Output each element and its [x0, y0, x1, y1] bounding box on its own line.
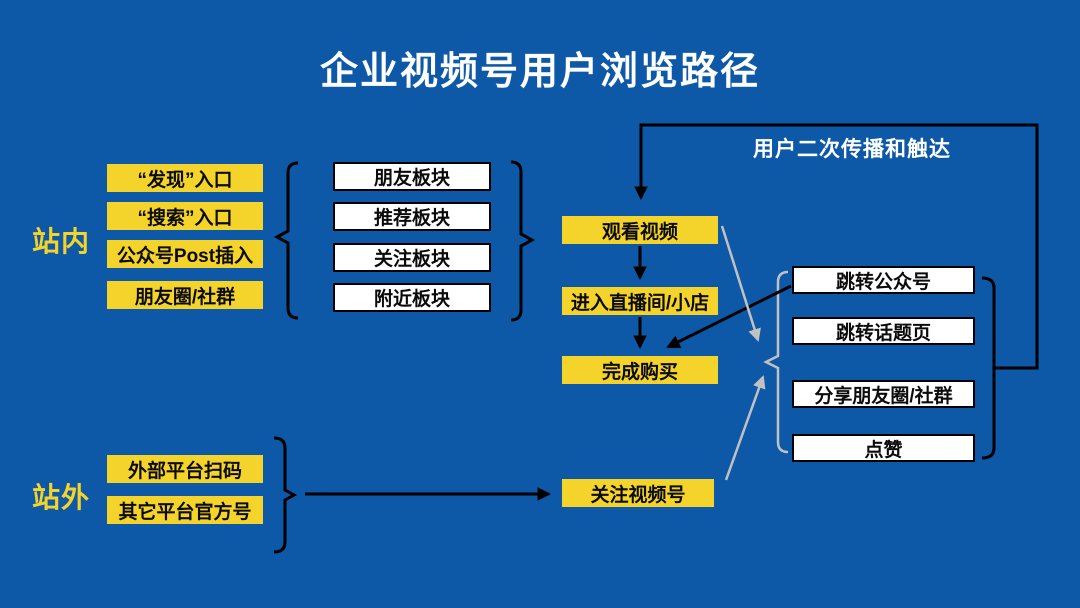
arrow-account-to-purchase	[666, 284, 792, 349]
node-jump-official-account: 跳转公众号	[792, 266, 975, 294]
brace-inside-entries	[273, 161, 299, 320]
node-search-entry: “搜索”入口	[107, 202, 263, 230]
node-discover-entry: “发现”入口	[107, 164, 263, 192]
node-like: 点赞	[792, 434, 975, 462]
node-moments-group-entry: 朋友圈/社群	[107, 281, 263, 309]
brace-feed-sections	[510, 160, 536, 322]
brace-engage-left	[763, 270, 789, 454]
page-title: 企业视频号用户浏览路径	[319, 51, 760, 93]
node-friends-section: 朋友板块	[333, 162, 491, 191]
node-follow-channel: 关注视频号	[562, 479, 714, 507]
node-complete-purchase: 完成购买	[562, 356, 718, 384]
loop-arrow	[634, 123, 1039, 370]
node-other-platform-account: 其它平台官方号	[107, 496, 263, 524]
arrow-follow-to-engage	[724, 375, 766, 481]
node-share-moments-group: 分享朋友圈/社群	[792, 380, 975, 408]
label-outside: 站外	[32, 482, 91, 513]
label-inside: 站内	[32, 226, 91, 257]
node-jump-topic-page: 跳转话题页	[792, 317, 975, 345]
node-recommend-section: 推荐板块	[333, 202, 491, 231]
arrow-watch-to-engage	[720, 225, 761, 342]
node-following-section: 关注板块	[333, 243, 491, 272]
node-external-qr-scan: 外部平台扫码	[107, 455, 263, 483]
brace-outside-entries	[273, 436, 298, 554]
node-enter-liveroom: 进入直播间/小店	[562, 287, 718, 315]
brace-engage-right	[981, 276, 996, 460]
node-watch-video: 观看视频	[562, 216, 718, 244]
loop-label: 用户二次传播和触达	[753, 138, 951, 161]
node-official-post-entry: 公众号Post插入	[107, 240, 263, 268]
node-nearby-section: 附近板块	[333, 283, 491, 312]
